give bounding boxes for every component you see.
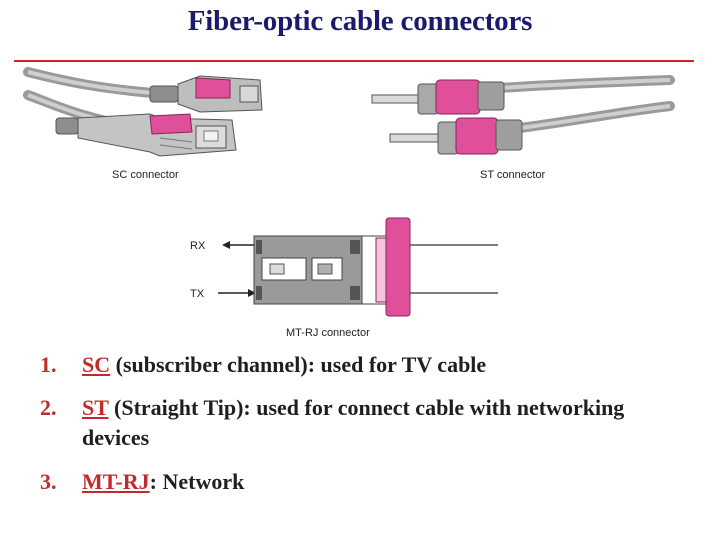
sc-connector-illustration: SC connector xyxy=(23,67,263,181)
slide-title: Fiber-optic cable connectors xyxy=(187,5,533,37)
description-st: (Straight Tip): used for connect cable w… xyxy=(82,395,625,450)
list-item-st: 2. ST (Straight Tip): used for connect ca… xyxy=(40,393,680,453)
list-item-mtrj: 3. MT-RJ: Network xyxy=(40,467,680,497)
rx-label: RX xyxy=(190,240,206,252)
description-mtrj: : Network xyxy=(149,469,245,494)
list-item-sc: 1. SC (subscriber channel): used for TV c… xyxy=(40,350,680,380)
mtrj-connector-schematic: RX TX MT-RJ c xyxy=(190,217,498,339)
title-divider xyxy=(14,60,694,62)
list-number: 1. xyxy=(40,352,57,377)
description-sc: (subscriber channel): used for TV cable xyxy=(110,352,487,377)
list-number: 3. xyxy=(40,469,57,494)
tx-label: TX xyxy=(190,288,205,300)
term-st: ST xyxy=(82,395,109,420)
connector-list: 1. SC (subscriber channel): used for TV c… xyxy=(40,350,680,497)
sc-caption: SC connector xyxy=(112,169,179,181)
mtrj-caption: MT-RJ connector xyxy=(286,327,370,339)
st-caption: ST connector xyxy=(480,169,546,181)
st-connector-illustration: ST connector xyxy=(371,75,675,181)
connector-illustrations: SC connector ST connector RX TX xyxy=(23,67,675,339)
list-number: 2. xyxy=(40,395,57,420)
term-sc: SC xyxy=(82,352,111,377)
term-mtrj: MT-RJ xyxy=(82,469,150,494)
